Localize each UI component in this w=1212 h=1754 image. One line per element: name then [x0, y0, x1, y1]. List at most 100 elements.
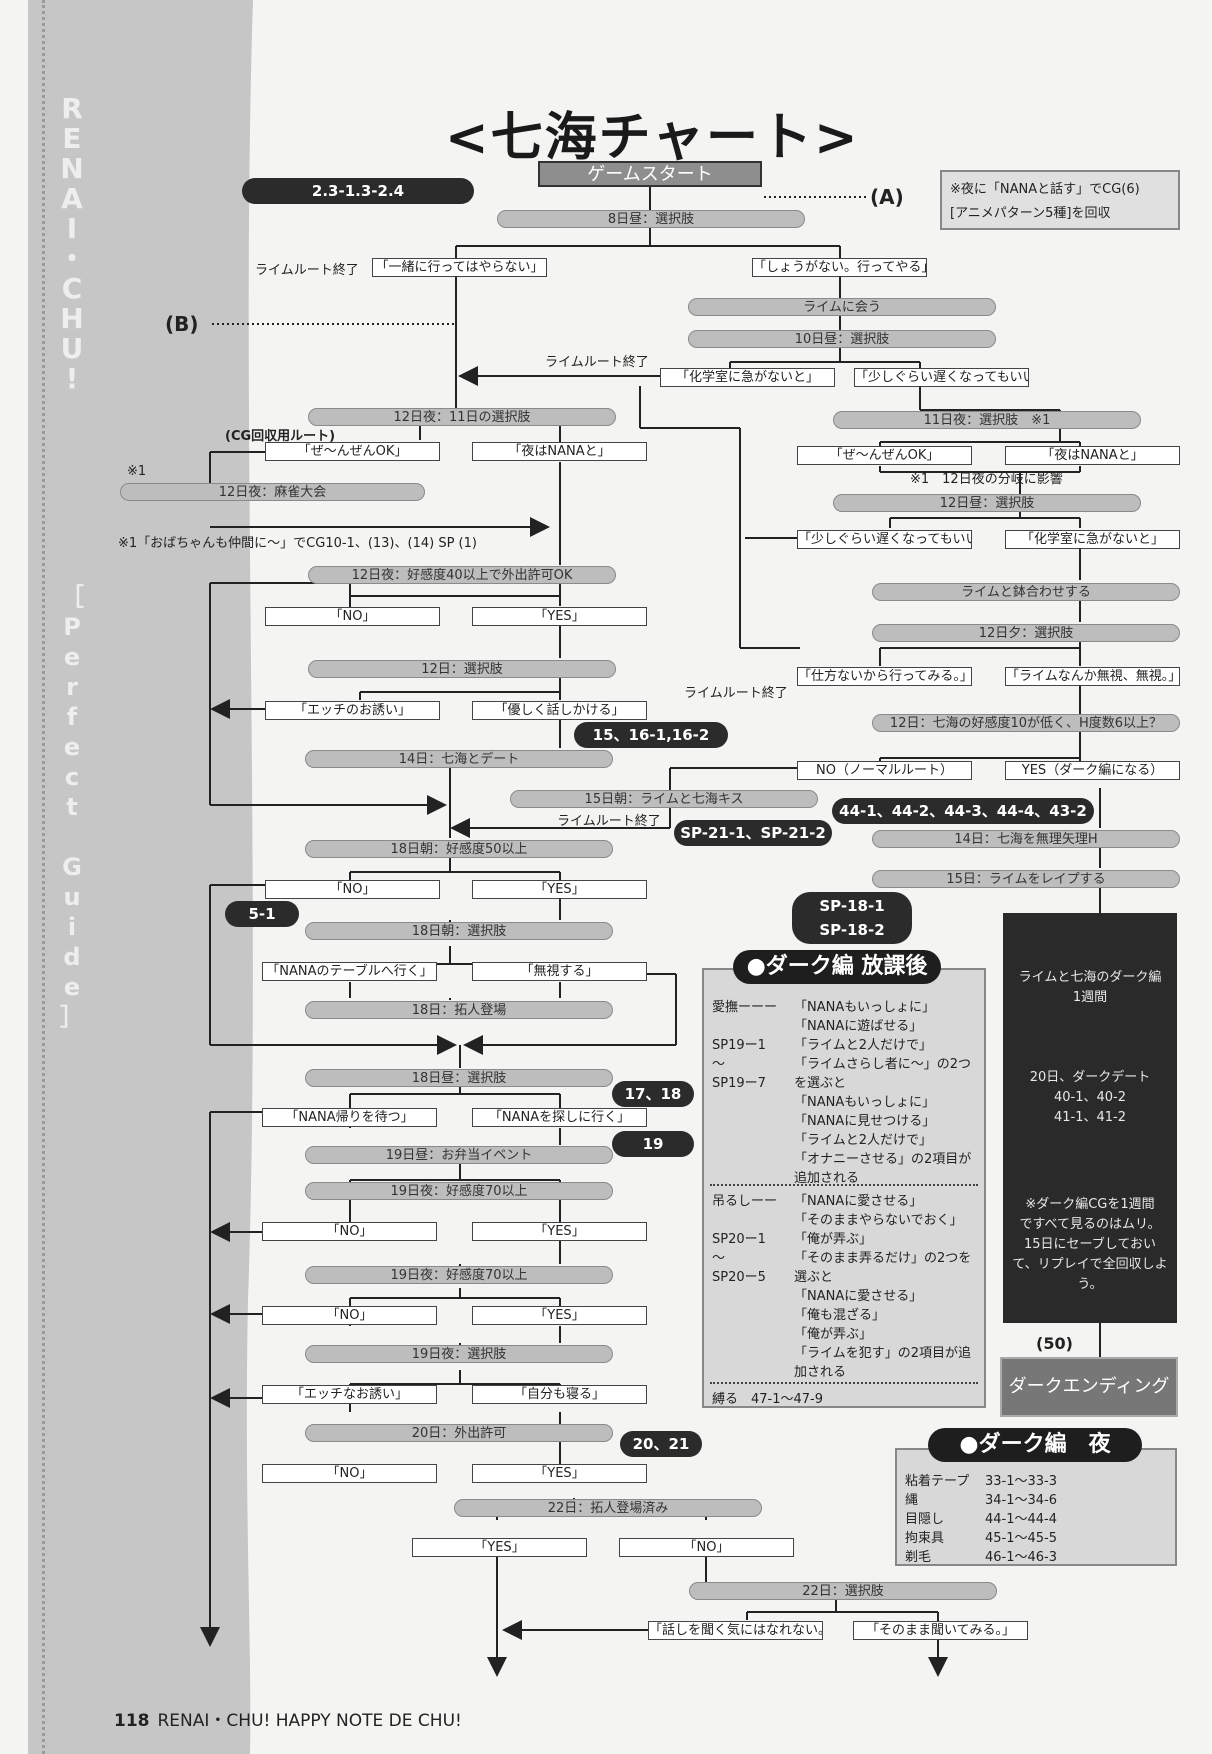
badge-date-cg: 15、16-1,16-2 [574, 722, 728, 748]
note-lime-end-4: ライムルート終了 [557, 814, 661, 829]
node-12day-noon: 12日昼：選択肢 [833, 494, 1141, 512]
choice-yes-4: 「YES」 [472, 1306, 647, 1325]
choice-no-4: 「NO」 [262, 1306, 437, 1325]
note-branch-effect: ※1 12日夜の分岐に影響 [910, 472, 1063, 487]
panel-divider [710, 1184, 978, 1186]
choice-chemistry-2: 「化学室に急がないと」 [1005, 530, 1180, 549]
side-title-char: H [60, 302, 84, 335]
panel-row-right: 「NANAもいっしょに」 [794, 1000, 935, 1015]
choice-nana-table: 「NANAのテーブルへ行く」 [262, 962, 437, 981]
node-12day-choice: 12日：選択肢 [308, 660, 616, 678]
choice-no: 「NO」 [265, 607, 440, 626]
dark-line-5: 41-1、41-2 [1053, 1110, 1126, 1125]
choice-yes-6: 「YES」 [412, 1538, 587, 1557]
choice-ignore: 「無視する」 [472, 962, 647, 981]
note-lime-end-3: ライムルート終了 [684, 686, 788, 701]
night-row-right: 46-1～46-3 [985, 1550, 1058, 1565]
night-row-right: 34-1～34-6 [985, 1493, 1058, 1508]
badge-force-cg: 44-1、44-2、44-3、44-4、43-2 [832, 798, 1094, 824]
choice-yes-2: 「YES」 [472, 880, 647, 899]
game-start-box: ゲームスタート [538, 161, 762, 187]
side-band [28, 0, 253, 1754]
badge-sp18-2: SP-18-2 [819, 921, 885, 939]
side-title-char: ! [65, 362, 79, 395]
side-subtitle-char: t [66, 793, 78, 821]
choice-late-ok: 「少しぐらい遅くなってもいいか」 [854, 368, 1029, 387]
panel-row-right: 「俺が弄ぶ」 [794, 1232, 873, 1247]
choice-late-ok-2: 「少しぐらい遅くなってもいいか」 [797, 530, 972, 549]
label-b: (B) [165, 312, 199, 336]
note-lime-end-2: ライムルート終了 [545, 355, 649, 370]
panel-row-left: SP19ー1 [712, 1038, 766, 1053]
node-11day-night: 11日夜：選択肢 ※1 [833, 411, 1141, 429]
badge-20-21: 20、21 [620, 1431, 702, 1457]
note-cg-route: (CG回収用ルート) [225, 429, 336, 444]
side-subtitle-char: e [63, 643, 81, 671]
side-subtitle-char: e [63, 973, 81, 1001]
choice-night-nana: 「夜はNANAと」 [472, 442, 647, 461]
choice-yes-3: 「YES」 [472, 1222, 647, 1241]
panel-footer: 縛る 47-1～47-9 [712, 1392, 824, 1407]
dark-line-4: 40-1、40-2 [1053, 1090, 1126, 1105]
night-row-left: 縄 [905, 1493, 919, 1508]
node-18day-noon: 18日昼：選択肢 [305, 1069, 613, 1087]
dark-line-7: ですべて見るのはムリ。 [1019, 1217, 1161, 1232]
node-19day-affection70-a: 19日夜：好感度70以上 [305, 1182, 613, 1200]
side-subtitle-char: ［ [60, 583, 84, 611]
panel-row-right: 「NANAに愛させる」 [794, 1194, 923, 1209]
dark-line-9: て、リプレイで全回収しよ [1012, 1257, 1168, 1272]
node-19day-night: 19日夜：選択肢 [305, 1345, 613, 1363]
side-title-char: ・ [57, 242, 86, 275]
night-row-right: 45-1～45-5 [985, 1531, 1058, 1546]
node-8day-noon: 8日昼：選択肢 [497, 210, 805, 228]
choice-ecchi-invite-2: 「エッチなお誘い」 [262, 1385, 437, 1404]
node-15day-lime: 15日：ライムをレイプする [872, 870, 1180, 888]
dark-route-box: ライムと七海のダーク編 1週間 20日、ダークデート 40-1、40-2 41-… [1003, 913, 1177, 1323]
node-20day-outing: 20日：外出許可 [305, 1424, 613, 1442]
choice-go: 「しょうがない。行ってやる」 [752, 258, 927, 277]
dark-line-8: 15日にセーブしておい [1024, 1237, 1156, 1252]
side-subtitle-char: c [64, 763, 80, 791]
choice-sleep-too: 「自分も寝る」 [472, 1385, 647, 1404]
choice-no-5: 「NO」 [262, 1464, 437, 1483]
node-18day-takuto: 18日：拓人登場 [305, 1001, 613, 1019]
panel-row-right: 「俺も混ざる」 [794, 1308, 886, 1323]
side-subtitle-char: d [63, 943, 81, 971]
side-subtitle-char: P [63, 613, 81, 641]
panel-row-left: 愛撫ーーー [712, 1000, 778, 1015]
side-subtitle-char: ］ [60, 1003, 84, 1031]
panel-row-right: 「NANAに愛させる」 [794, 1289, 923, 1304]
night-row-right: 33-1～33-3 [985, 1474, 1058, 1489]
panel-row-right: 「NANAに見せつける」 [794, 1114, 936, 1129]
dark-night-title: ●ダーク編 夜 [928, 1428, 1142, 1462]
badge-19: 19 [612, 1131, 694, 1157]
panel-row-right: 「ライムと2人だけで」 [794, 1133, 933, 1148]
panel-row-right: 追加される [794, 1171, 860, 1186]
choice-not-go: 「一緒に行ってはやらない」 [372, 258, 547, 277]
node-19day-affection70-b: 19日夜：好感度70以上 [305, 1266, 613, 1284]
choice-night-nana-2: 「夜はNANAと」 [1005, 446, 1180, 465]
night-row-left: 拘束具 [905, 1531, 945, 1546]
choice-not-listen: 「話しを聞く気にはなれない。」 [648, 1621, 823, 1640]
dark-line-10: う。 [1077, 1277, 1103, 1292]
dark-ending-box: ダークエンディング [1000, 1357, 1178, 1417]
choice-dark-route: YES（ダーク編になる） [1005, 761, 1180, 780]
dark-ending-number: (50) [1036, 1334, 1073, 1353]
node-10day-noon: 10日昼：選択肢 [688, 330, 996, 348]
dark-line-1: ライムと七海のダーク編 [1018, 970, 1162, 985]
choice-no-2: 「NO」 [265, 880, 440, 899]
note-lime-end-1: ライムルート終了 [255, 263, 359, 278]
panel-row-right: 「ライムを犯す」の2項目が追 [794, 1346, 972, 1361]
side-subtitle-char: r [66, 673, 78, 701]
badge-kiss-cg: SP-21-1、SP-21-2 [674, 820, 832, 846]
badge-sp18-1: SP-18-1 [819, 897, 885, 915]
dark-line-6: ※ダーク編CGを1週間 [1025, 1197, 1155, 1212]
badge-17-18: 17、18 [612, 1081, 694, 1107]
night-row-left: 剃毛 [905, 1550, 932, 1565]
choice-search-nana: 「NANAを探しに行く」 [472, 1108, 647, 1127]
panel-row-right: 「NANAに遊ばせる」 [794, 1019, 923, 1034]
info-box: ※夜に「NANAと話す」でCG(6) [アニメパターン5種]を回収 [940, 170, 1180, 230]
panel-row-right: 「ライムさらし者に～」の2つ [794, 1057, 972, 1072]
badge-5-1: 5-1 [225, 901, 299, 927]
